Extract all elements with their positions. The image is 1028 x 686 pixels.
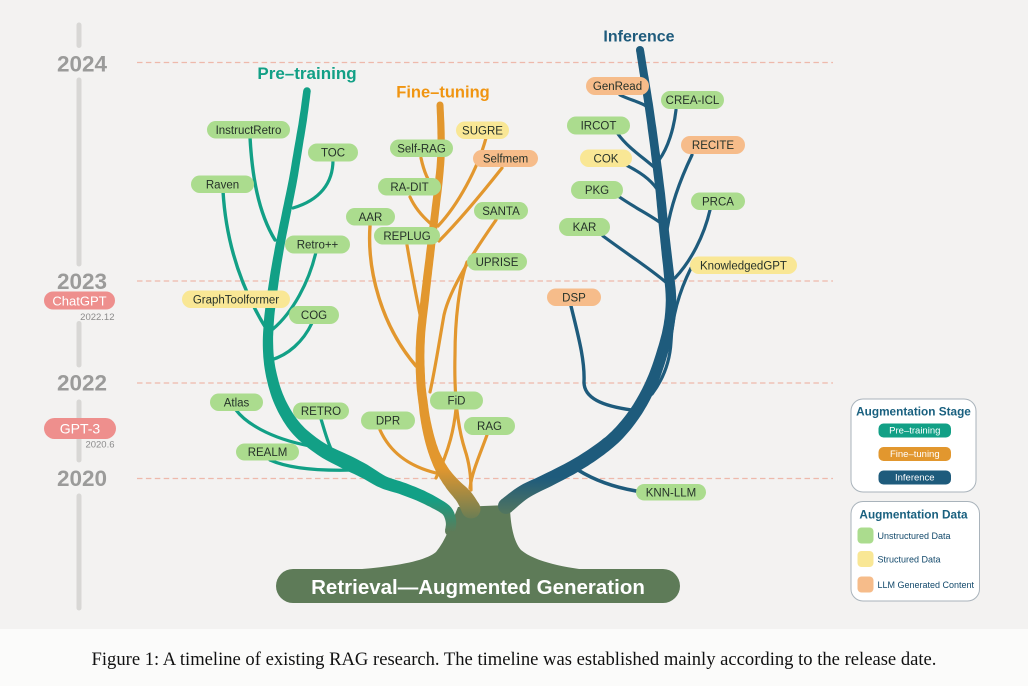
svg-text:RECITE: RECITE: [692, 140, 735, 152]
svg-text:DPR: DPR: [376, 416, 400, 428]
svg-text:SUGRE: SUGRE: [462, 125, 503, 137]
svg-text:Inference: Inference: [895, 473, 935, 484]
svg-text:ChatGPT: ChatGPT: [52, 294, 106, 309]
svg-text:InstructRetro: InstructRetro: [216, 125, 282, 137]
svg-text:CREA-ICL: CREA-ICL: [666, 95, 720, 107]
svg-text:Pre–training: Pre–training: [889, 426, 940, 437]
svg-text:PKG: PKG: [585, 185, 609, 197]
svg-text:Fine–tuning: Fine–tuning: [890, 449, 940, 460]
svg-text:Selfmem: Selfmem: [483, 154, 528, 166]
svg-text:FiD: FiD: [448, 396, 466, 408]
svg-text:Figure 1: A timeline of existi: Figure 1: A timeline of existing RAG res…: [92, 649, 937, 670]
svg-text:Self-RAG: Self-RAG: [397, 143, 446, 155]
svg-text:COG: COG: [301, 310, 327, 322]
svg-text:KnowledgedGPT: KnowledgedGPT: [700, 260, 787, 272]
svg-text:COK: COK: [594, 153, 619, 165]
svg-text:Atlas: Atlas: [224, 397, 250, 409]
svg-text:KNN-LLM: KNN-LLM: [646, 487, 696, 499]
svg-text:2023: 2023: [57, 269, 107, 294]
svg-text:REPLUG: REPLUG: [383, 231, 430, 243]
svg-text:Raven: Raven: [206, 179, 239, 191]
svg-text:GPT-3: GPT-3: [60, 421, 101, 437]
svg-text:Pre–training: Pre–training: [257, 64, 356, 83]
svg-text:DSP: DSP: [562, 292, 586, 304]
svg-text:RETRO: RETRO: [301, 406, 341, 418]
svg-text:RAG: RAG: [477, 421, 502, 433]
svg-text:Retrieval—Augmented Generation: Retrieval—Augmented Generation: [311, 576, 645, 599]
svg-text:2022: 2022: [57, 371, 107, 396]
svg-text:GenRead: GenRead: [593, 81, 642, 93]
svg-text:SANTA: SANTA: [482, 206, 520, 218]
svg-text:PRCA: PRCA: [702, 196, 734, 208]
svg-text:IRCOT: IRCOT: [581, 121, 617, 133]
svg-text:2024: 2024: [57, 51, 108, 76]
svg-text:UPRISE: UPRISE: [476, 257, 519, 269]
svg-text:Retro++: Retro++: [297, 240, 339, 252]
svg-text:REALM: REALM: [248, 447, 288, 459]
svg-text:2020.6: 2020.6: [85, 440, 114, 451]
svg-text:Fine–tuning: Fine–tuning: [396, 84, 490, 102]
svg-text:Augmentation Data: Augmentation Data: [859, 508, 968, 522]
svg-text:LLM Generated Content: LLM Generated Content: [878, 580, 975, 590]
svg-text:RA-DIT: RA-DIT: [390, 182, 428, 194]
svg-text:2020: 2020: [57, 466, 107, 491]
svg-text:Structured Data: Structured Data: [878, 555, 941, 565]
svg-text:AAR: AAR: [359, 212, 383, 224]
svg-text:Augmentation Stage: Augmentation Stage: [856, 405, 971, 419]
svg-text:Inference: Inference: [603, 29, 674, 46]
svg-text:KAR: KAR: [573, 222, 597, 234]
svg-text:2022.12: 2022.12: [80, 312, 114, 323]
svg-text:GraphToolformer: GraphToolformer: [193, 294, 279, 306]
svg-text:TOC: TOC: [321, 148, 345, 160]
svg-text:Unstructured Data: Unstructured Data: [878, 531, 951, 541]
